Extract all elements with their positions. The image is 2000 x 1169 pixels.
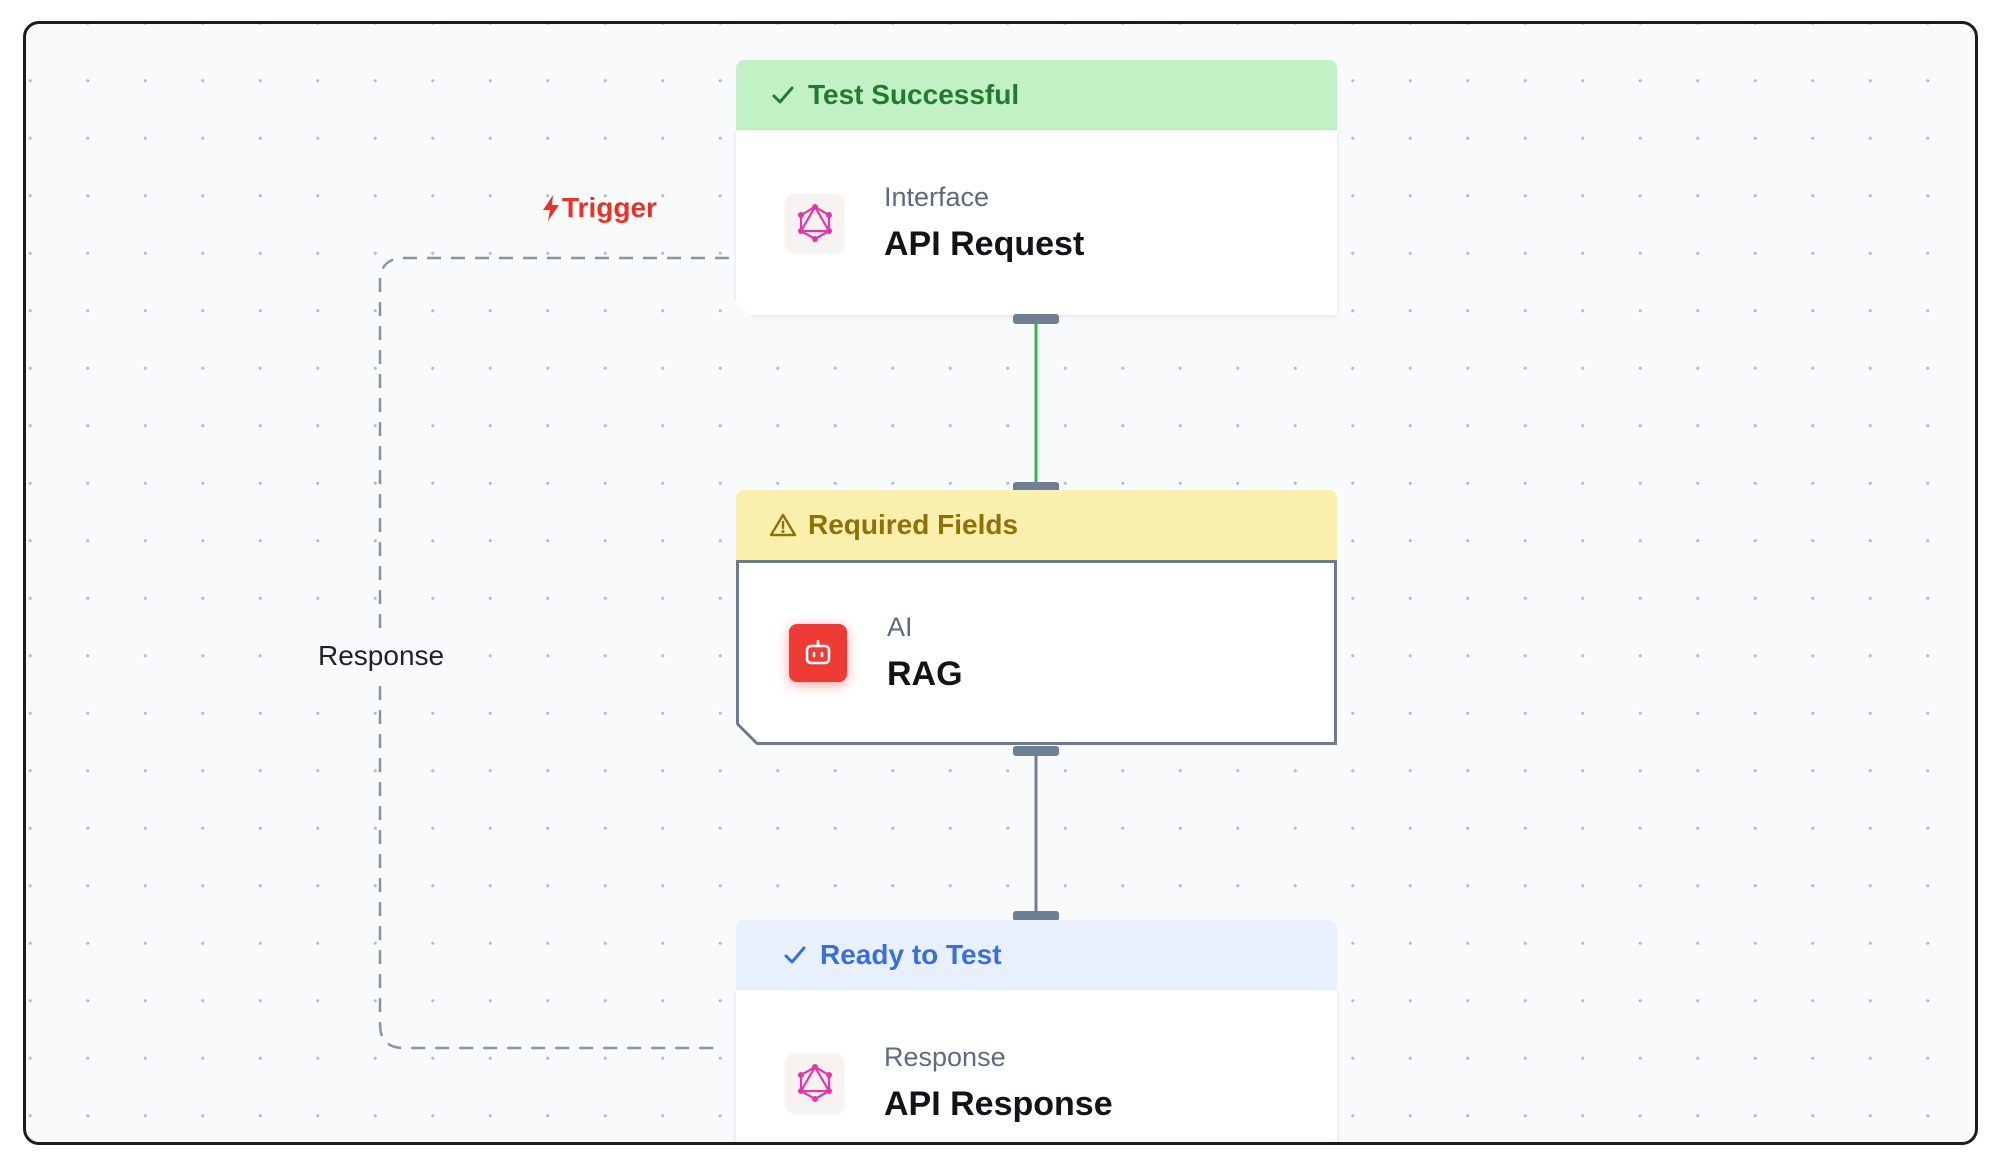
graphql-icon bbox=[786, 1053, 844, 1112]
node-card[interactable]: Interface API Request bbox=[733, 130, 1337, 318]
node-api-response[interactable]: Ready to Test Response API Respo bbox=[736, 920, 1337, 1142]
warning-triangle-icon bbox=[769, 513, 797, 537]
check-icon bbox=[772, 86, 794, 104]
status-banner-warning: Required Fields bbox=[736, 490, 1337, 582]
input-port[interactable] bbox=[1013, 911, 1059, 921]
check-icon bbox=[784, 946, 806, 964]
response-edge-label: Response bbox=[312, 636, 451, 676]
card-notch bbox=[736, 722, 759, 745]
graphql-icon bbox=[786, 193, 844, 252]
status-text: Required Fields bbox=[808, 509, 1019, 540]
workflow-canvas[interactable]: Trigger Response Test Successful bbox=[23, 21, 1978, 1145]
node-category: Interface bbox=[884, 181, 990, 212]
node-card[interactable]: Response API Response bbox=[736, 990, 1337, 1142]
node-category: AI bbox=[887, 611, 913, 642]
output-port[interactable] bbox=[1013, 746, 1059, 756]
trigger-text: Trigger bbox=[562, 192, 657, 223]
status-text: Test Successful bbox=[808, 79, 1020, 110]
node-category: Response bbox=[884, 1041, 1006, 1072]
input-port[interactable] bbox=[1013, 482, 1059, 492]
status-banner-success: Test Successful bbox=[736, 60, 1337, 152]
status-text: Ready to Test bbox=[820, 939, 1002, 970]
lightning-icon bbox=[543, 195, 559, 221]
response-loop-edge[interactable] bbox=[378, 256, 729, 1050]
node-card[interactable]: AI RAG bbox=[736, 560, 1337, 745]
card-notch bbox=[733, 298, 753, 318]
node-api-request[interactable]: Test Successful Interface API Re bbox=[733, 60, 1337, 318]
output-port[interactable] bbox=[1013, 314, 1059, 324]
node-title: RAG bbox=[887, 654, 963, 693]
node-rag[interactable]: Required Fields AI RAG bbox=[736, 490, 1337, 745]
status-banner-ready: Ready to Test bbox=[736, 920, 1337, 1012]
node-title: API Response bbox=[884, 1084, 1113, 1123]
node-title: API Request bbox=[884, 224, 1085, 263]
robot-icon bbox=[789, 623, 847, 682]
trigger-label: Trigger bbox=[540, 192, 657, 224]
edge-layer bbox=[378, 256, 1038, 1050]
